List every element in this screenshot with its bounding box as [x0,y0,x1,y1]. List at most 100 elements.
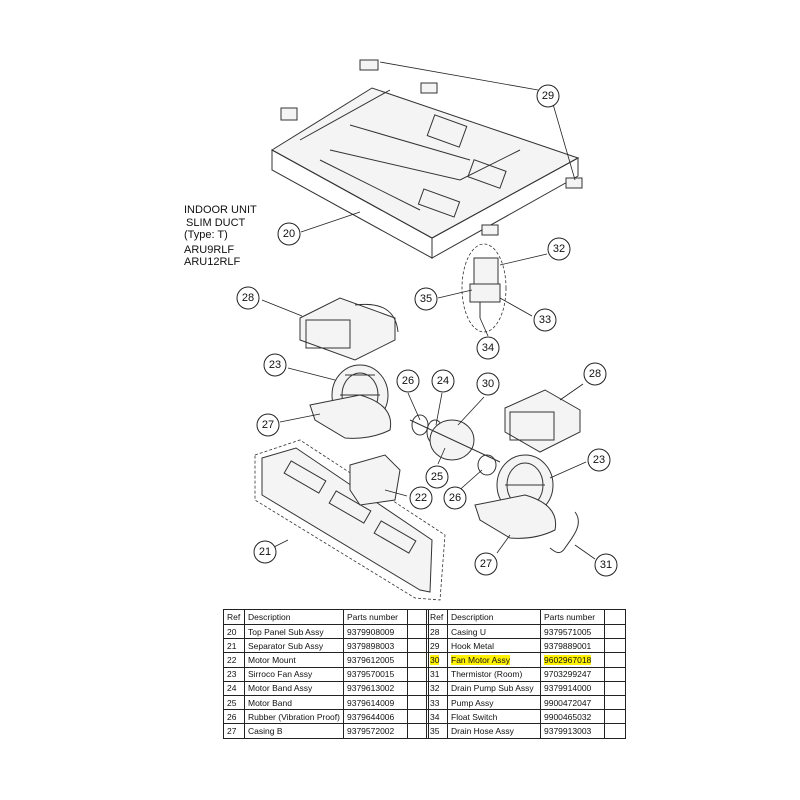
row-ref: 21 [223,638,245,654]
row-parts-number: 9379571005 [540,623,605,640]
row-ref: 32 [426,680,448,696]
heading-line-2: SLIM DUCT [186,216,246,229]
row-ref: 22 [223,652,245,668]
heading-line-5: ARU12RLF [184,256,241,268]
casing-u-left-drawing [299,297,399,361]
row-description: Casing B [244,723,344,739]
row-blank [604,694,626,711]
row-description: Thermistor (Room) [447,666,541,682]
row-description: Motor Band Assy [244,680,344,696]
row-ref: 29 [426,638,448,654]
row-parts-number: 9900472047 [540,694,605,711]
header-ref: Ref [223,609,245,625]
row-blank [604,666,626,682]
row-description: Sirroco Fan Assy [244,666,344,682]
diagram-heading: INDOOR UNIT SLIM DUCT (Type: T) ARU9RLF … [184,204,257,269]
motor-assembly-drawing [409,414,501,476]
row-description: Drain Pump Sub Assy [447,680,541,696]
hook-metal-drawing [280,59,583,236]
casing-u-right-drawing [504,389,581,453]
row-parts-number: 9379898003 [342,638,408,654]
row-parts-number: 9379908009 [342,623,408,640]
row-ref: 31 [426,666,448,682]
heading-line-4: ARU9RLF [184,243,235,256]
row-description: Fan Motor Assy [451,654,511,665]
heading-line-3: (Type: T) [184,229,228,241]
row-ref: 24 [223,680,245,696]
row-blank [604,680,626,696]
header-ref: Ref [426,609,448,625]
header-parts-number: Parts number [342,609,408,625]
drain-pump-drawing [461,243,507,333]
row-description: Pump Assy [447,694,541,711]
row-description: Motor Mount [244,652,344,668]
table-header-row: Ref Description Parts number [223,609,429,625]
row-parts-number: 9379889001 [540,638,605,654]
row-description: Rubber (Vibration Proof) [244,709,344,725]
row-parts-number: 9900465032 [540,709,605,725]
row-parts-number: 9379613002 [342,680,408,696]
row-ref: 35 [426,723,448,739]
row-ref: 33 [426,694,448,711]
header-description: Description [447,609,541,625]
heading-line-1: INDOOR UNIT [184,204,257,216]
row-ref: 30 [430,654,440,665]
row-description: Float Switch [447,709,541,725]
row-ref: 23 [223,666,245,682]
row-blank [604,623,626,640]
table-header-row: Ref Description Parts number [426,609,626,625]
table-row-highlighted: 30 Fan Motor Assy 9602967018 [426,652,626,668]
separator-drawing [254,439,446,601]
row-parts-number: 9379570015 [342,666,408,682]
row-parts-number: 9379644006 [342,709,408,725]
row-parts-number: 9379572002 [342,723,408,739]
header-blank [604,609,626,625]
row-description: Motor Band [244,694,344,711]
row-ref: 34 [426,709,448,725]
row-ref: 26 [223,709,245,725]
row-blank [604,638,626,654]
row-description: Hook Metal [447,638,541,654]
row-description: Separator Sub Assy [244,638,344,654]
header-parts-number: Parts number [540,609,605,625]
row-ref: 27 [223,723,245,739]
row-blank [604,652,626,668]
row-description: Drain Hose Assy [447,723,541,739]
header-description: Description [244,609,344,625]
casing-b-left-drawing [309,394,392,439]
row-ref: 25 [223,694,245,711]
row-parts-number: 9379614009 [342,694,408,711]
thermistor-drawing [549,511,579,554]
row-parts-number: 9602967018 [544,654,592,665]
row-parts-number: 9703299247 [540,666,605,682]
row-description: Casing U [447,623,541,640]
row-blank [604,723,626,739]
row-parts-number: 9379913003 [540,723,605,739]
row-parts-number: 9379914000 [540,680,605,696]
casing-b-right-drawing [474,494,557,539]
row-description: Top Panel Sub Assy [244,623,344,640]
row-ref: 20 [223,623,245,640]
top-panel-drawing [271,87,580,259]
row-parts-number: 9379612005 [342,652,408,668]
row-blank [604,709,626,725]
row-ref: 28 [426,623,448,640]
